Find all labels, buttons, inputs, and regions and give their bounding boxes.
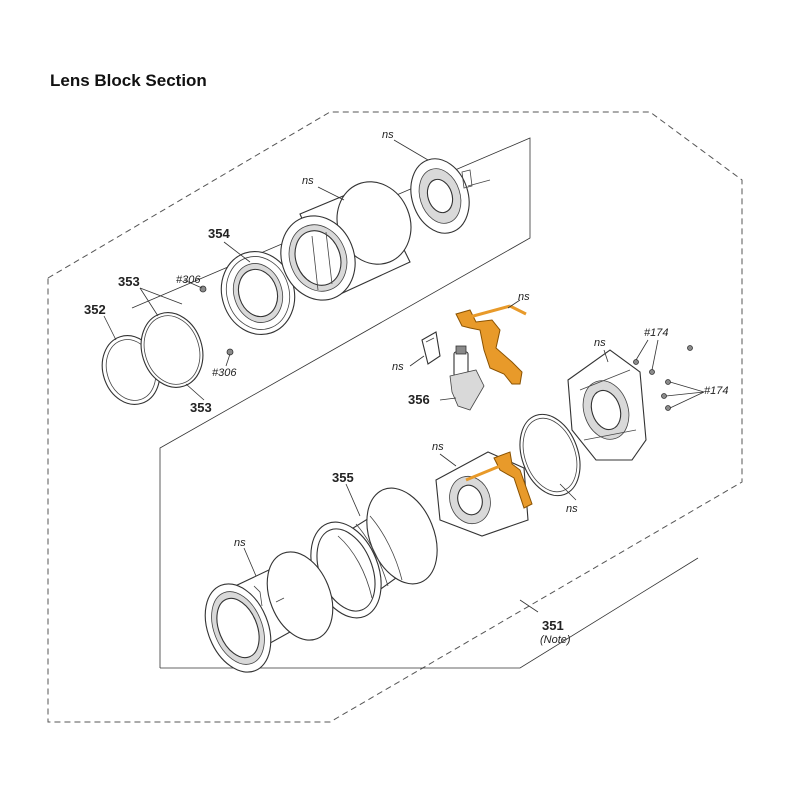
label-ns-flex: ns	[518, 291, 530, 303]
label-ns-gasket: ns	[566, 503, 578, 515]
outer-barrel	[280, 181, 412, 301]
lower-group-boundary	[160, 557, 699, 669]
label-352: 352	[84, 302, 106, 317]
label-174-top: #174	[644, 327, 668, 339]
part-356	[449, 345, 485, 411]
flex-circuit-upper	[455, 304, 527, 385]
label-354: 354	[208, 226, 230, 241]
label-351: 351	[542, 618, 564, 633]
label-306-top: #306	[176, 274, 201, 286]
screw-306-top	[199, 285, 207, 293]
label-ns-iris: ns	[432, 441, 444, 453]
rear-housing	[567, 349, 647, 461]
label-351-note: (Note)	[540, 634, 571, 646]
label-353-top: 353	[118, 274, 140, 289]
section-title: Lens Block Section	[50, 71, 207, 90]
gasket-ring	[519, 413, 581, 497]
assembly-boundary	[47, 111, 743, 723]
label-ns-front-barrel: ns	[234, 537, 246, 549]
iris-unit	[435, 451, 533, 537]
leader-lines	[103, 139, 705, 613]
label-174-right: #174	[704, 385, 728, 397]
label-353-bottom: 353	[190, 400, 212, 415]
label-ns-rear-lens: ns	[382, 129, 394, 141]
label-ns-barrel: ns	[302, 175, 314, 187]
label-355: 355	[332, 470, 354, 485]
rear-lens-group	[410, 158, 491, 234]
label-ns-bracket: ns	[392, 361, 404, 373]
label-ns-housing: ns	[594, 337, 606, 349]
spring-ring-353	[140, 312, 204, 388]
front-barrel	[204, 551, 334, 673]
bracket-piece	[421, 331, 441, 365]
label-306-bottom: #306	[212, 367, 237, 379]
label-356: 356	[408, 392, 430, 407]
